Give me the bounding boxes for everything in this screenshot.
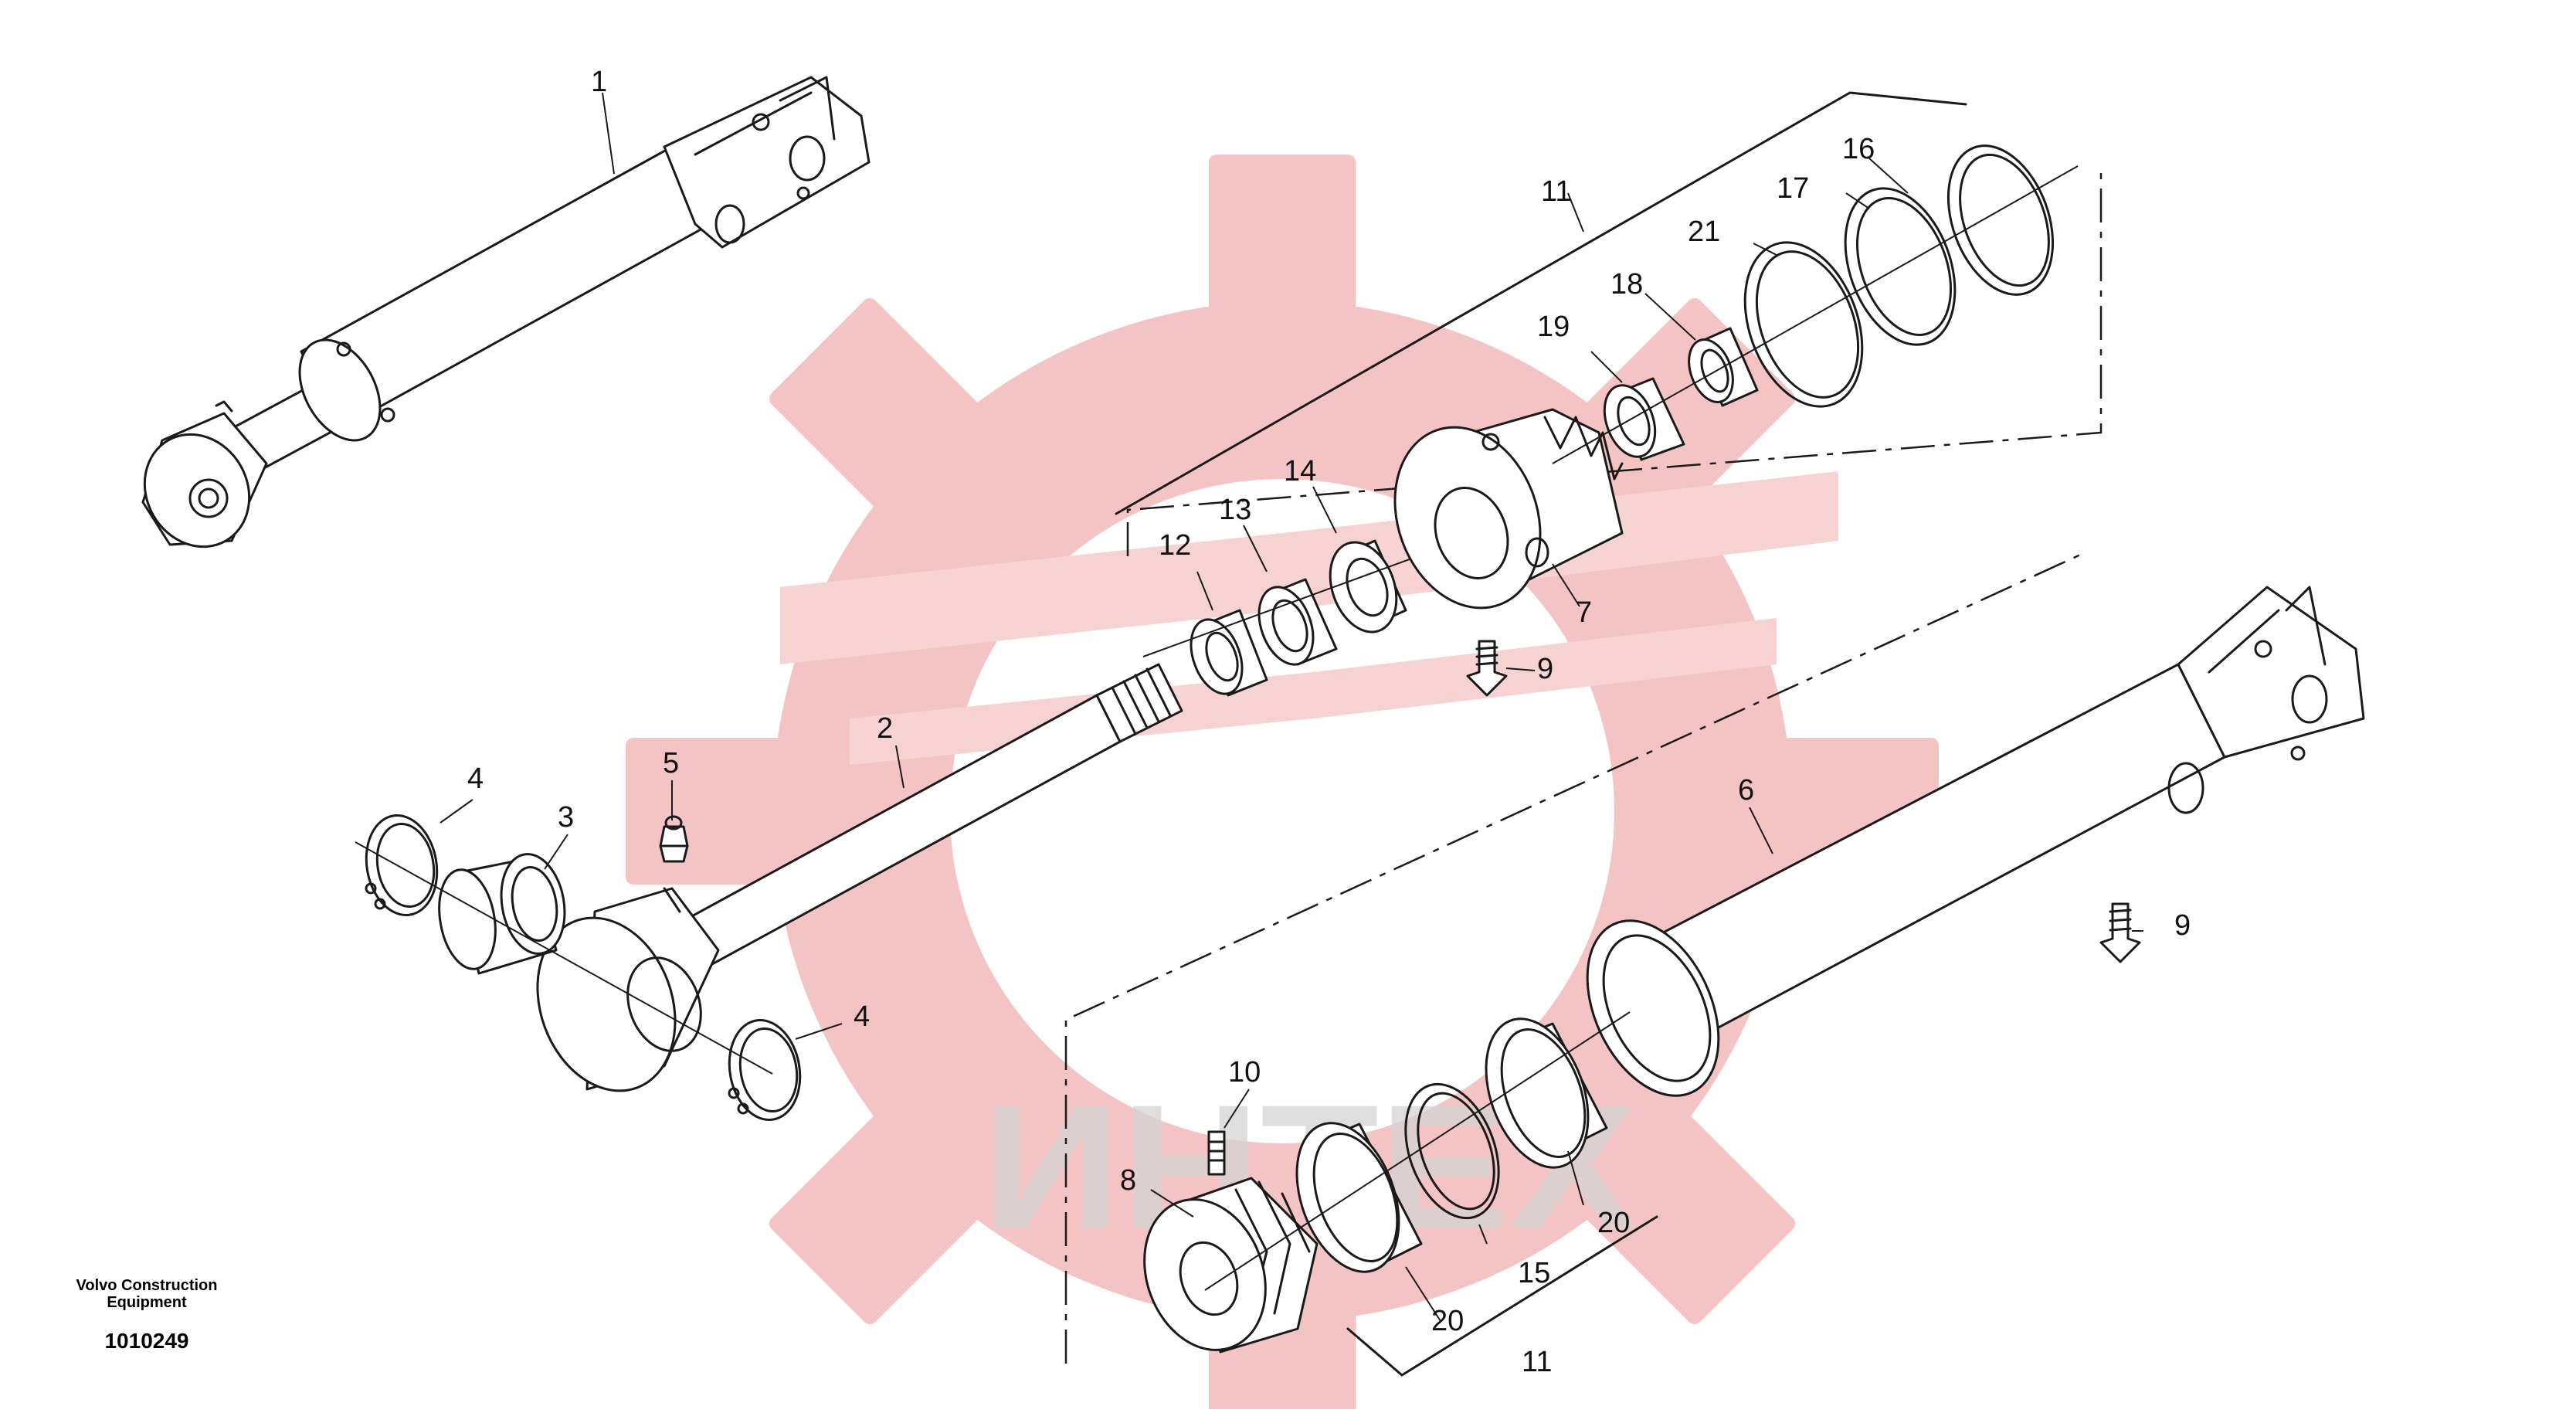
- callout-6: 6: [1738, 774, 1754, 807]
- callout-labels: 1 2 3 4 4 5 6 7 8 9 9 10 11 11 12 13 14 …: [467, 66, 2191, 1378]
- callout-11-lower: 11: [1522, 1346, 1552, 1378]
- callout-20-right: 20: [1597, 1207, 1630, 1239]
- callout-16: 16: [1842, 133, 1875, 165]
- part-14-seal-ring: [1329, 539, 1407, 633]
- callout-leaders: [440, 92, 2143, 1322]
- drawing-code: 1010249: [104, 1329, 188, 1353]
- part-4-circlip-left: [365, 814, 439, 916]
- credit-line-2: Equipment: [107, 1294, 187, 1311]
- part-17-ring: [1844, 187, 1957, 346]
- callout-4-left: 4: [467, 763, 484, 795]
- callout-12: 12: [1159, 529, 1191, 562]
- callout-11-upper: 11: [1541, 175, 1571, 208]
- part-9-screw-lower: [2099, 902, 2141, 963]
- callout-1: 1: [591, 66, 607, 98]
- callout-2: 2: [877, 712, 893, 745]
- part-10-set-screw: [1207, 1130, 1226, 1176]
- part-12-wiper-ring: [1190, 609, 1268, 697]
- part-16-ring: [1946, 144, 2055, 296]
- credit-block: Volvo Construction Equipment 1010249: [76, 1277, 218, 1353]
- kit-11-upper-bracket: [1126, 166, 2103, 556]
- kit-11-lower-leader: [1346, 1215, 1658, 1377]
- part-3-bearing: [438, 853, 566, 975]
- callout-10: 10: [1228, 1056, 1261, 1089]
- part-18-bushing: [1688, 327, 1759, 407]
- callout-3: 3: [558, 801, 574, 834]
- credit-line-1: Volvo Construction: [76, 1277, 218, 1294]
- callout-7: 7: [1576, 596, 1592, 629]
- callout-17: 17: [1777, 172, 1809, 205]
- callout-9-lower: 9: [2174, 909, 2191, 942]
- part-1-cylinder-assembly: [141, 76, 871, 549]
- callout-20-bottom: 20: [1431, 1305, 1464, 1337]
- axis-line-lower: [1204, 1011, 1631, 1291]
- callout-13: 13: [1219, 494, 1251, 526]
- part-8-piston: [1143, 1177, 1319, 1354]
- part-15-ring: [1404, 1082, 1500, 1220]
- kit-11-upper-leader: [1115, 91, 1967, 515]
- part-4-circlip-right: [728, 1019, 802, 1121]
- part-9-screw-upper: [1466, 640, 1508, 697]
- callout-8: 8: [1120, 1164, 1136, 1197]
- part-5-grease-nipple: [659, 815, 689, 863]
- callout-18: 18: [1610, 268, 1643, 301]
- callout-19: 19: [1537, 311, 1570, 343]
- callout-4-right: 4: [854, 1000, 870, 1033]
- part-13-bushing-ring: [1257, 578, 1338, 666]
- part-6-cylinder-tube: [1586, 586, 2365, 1097]
- axis-line-top: [1552, 165, 2079, 464]
- callout-14: 14: [1284, 455, 1316, 487]
- callout-5: 5: [663, 747, 679, 780]
- part-21-ring: [1743, 241, 1864, 408]
- part-7-cylinder-head: [1393, 408, 1624, 610]
- part-19-bushing: [1603, 377, 1685, 461]
- callout-21: 21: [1688, 216, 1720, 248]
- callout-15: 15: [1518, 1257, 1550, 1289]
- callout-9-upper: 9: [1537, 653, 1553, 685]
- part-2-piston-rod: [536, 663, 1183, 1092]
- axis-line-pin: [355, 841, 773, 1075]
